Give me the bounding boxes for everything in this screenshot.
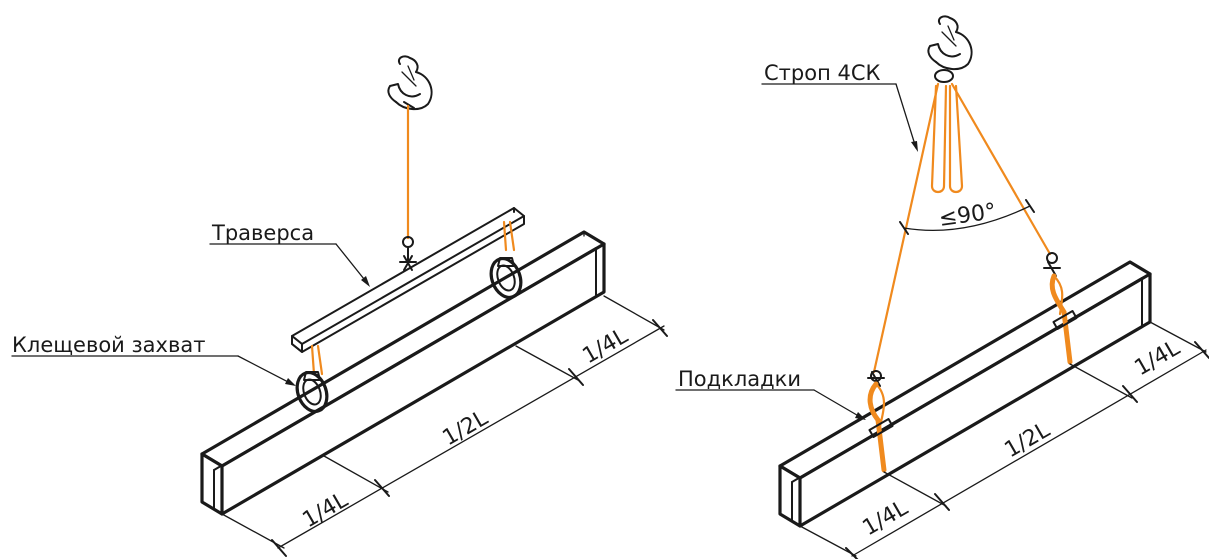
dim-quarter-left-1: 1/4L xyxy=(299,487,353,533)
traverse-leader xyxy=(209,243,370,287)
dimension-lines-right xyxy=(799,321,1209,559)
dim-half-right: 1/2L xyxy=(1001,417,1055,463)
grab-label: Клещевой захват xyxy=(12,333,205,357)
sling-wrap-right xyxy=(1049,273,1073,365)
pad-right xyxy=(1052,310,1078,330)
crane-hook-icon xyxy=(927,15,973,83)
dim-quarter-right-1: 1/4L xyxy=(859,495,913,541)
sling-leader xyxy=(761,83,918,152)
steel-beam-right xyxy=(778,260,1152,528)
pad-left xyxy=(868,418,894,438)
right-rigging-scheme: ≤90° xyxy=(675,15,1209,559)
pads-leader xyxy=(675,389,866,420)
dim-quarter-right-2: 1/4L xyxy=(1131,335,1185,381)
traverse-beam xyxy=(291,207,525,353)
clamp-grab-left xyxy=(295,344,329,413)
left-rigging-scheme: 1/4L 1/2L 1/4L Траверса Клещевой захват xyxy=(11,55,668,557)
sling-label: Строп 4СК xyxy=(764,61,881,85)
angle-arc xyxy=(903,205,1031,232)
shackle-icon xyxy=(399,236,417,271)
sling-hook-left xyxy=(867,370,885,387)
dim-half-left: 1/2L xyxy=(439,405,493,451)
traverse-label: Траверса xyxy=(211,221,314,245)
pads-label: Подкладки xyxy=(678,367,801,391)
clamp-grab-right xyxy=(489,220,523,299)
dimension-lines-left xyxy=(221,295,668,557)
dim-quarter-left-2: 1/4L xyxy=(579,323,633,369)
grab-leader xyxy=(11,355,296,386)
angle-ticks xyxy=(899,199,1035,235)
sling-hook-right xyxy=(1043,252,1061,277)
crane-hook-icon xyxy=(387,55,433,110)
angle-label: ≤90° xyxy=(937,199,997,232)
sling-wrap-left xyxy=(867,381,887,473)
